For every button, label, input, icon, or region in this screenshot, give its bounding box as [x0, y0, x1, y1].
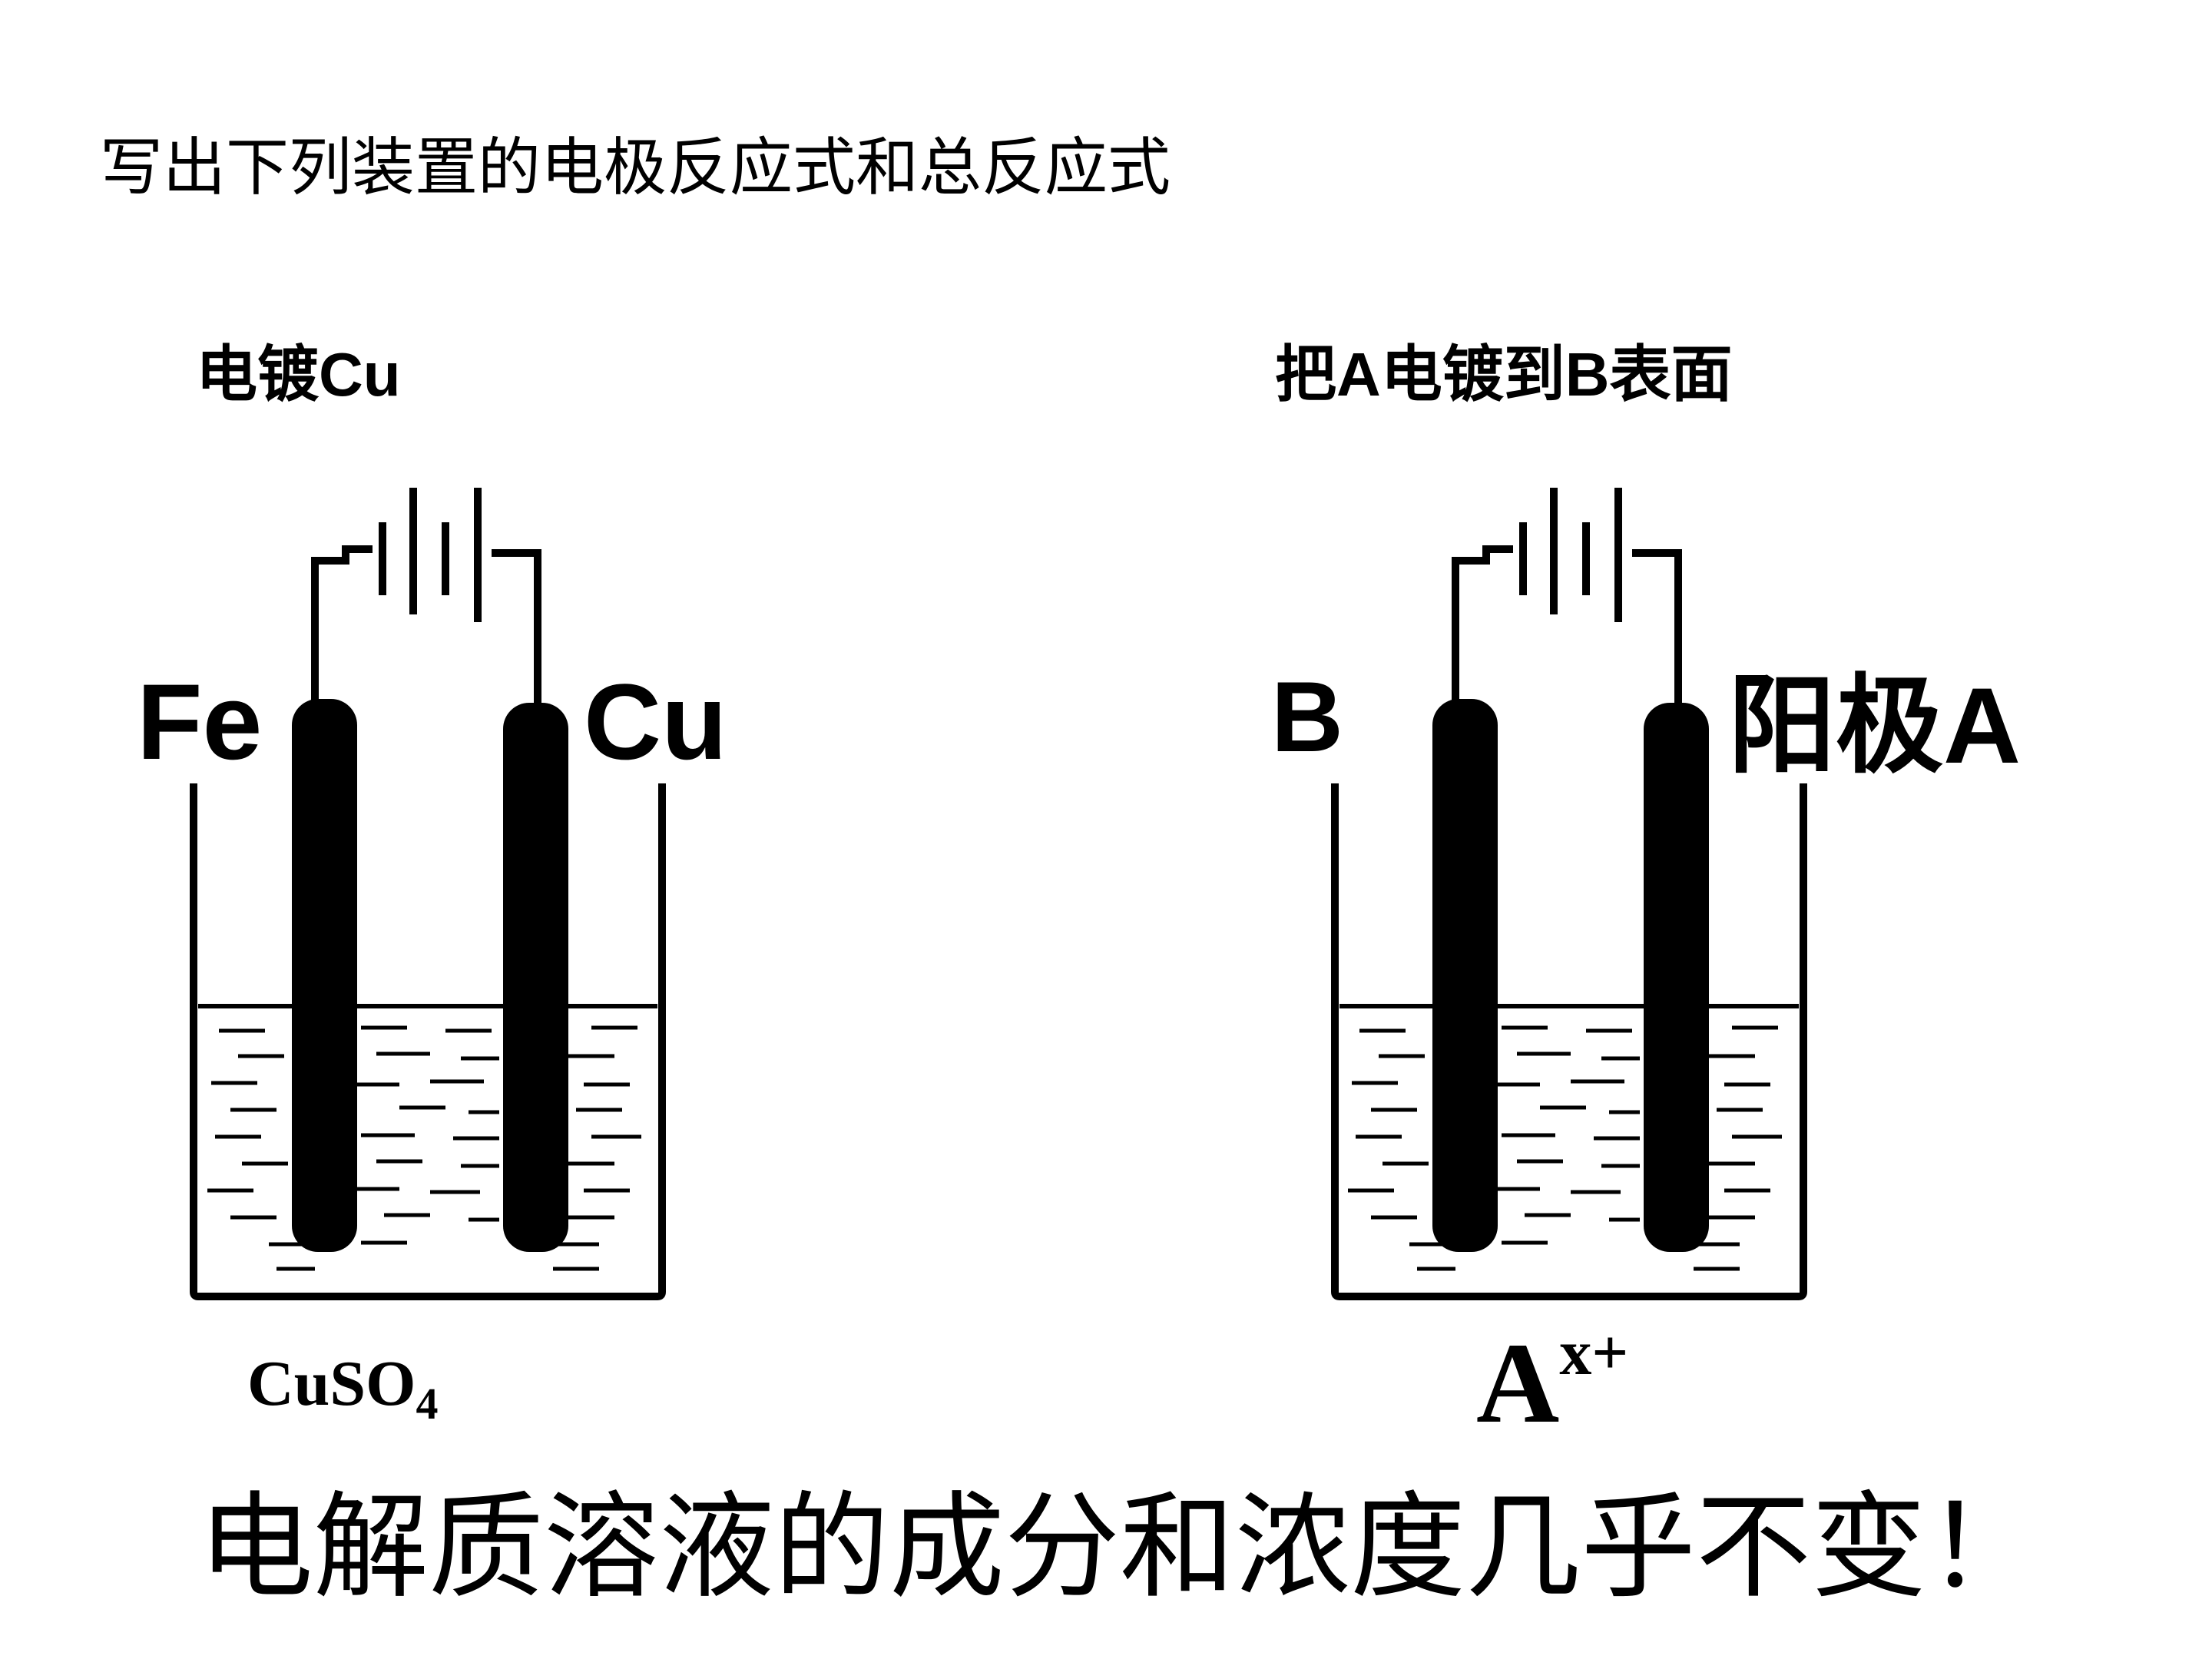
b-electrode-label: B [1271, 661, 1343, 773]
left-cu-electrode [503, 703, 568, 1252]
left-electroplating-cell [190, 488, 666, 1300]
right-solution-dashes [1348, 1025, 1782, 1271]
conclusion-text: 电解质溶液的成分和浓度几乎不变！ [198, 1481, 2042, 1614]
left-wire-negative [311, 545, 373, 703]
right-wire-negative [1452, 545, 1513, 703]
right-wire-positive [1632, 549, 1682, 703]
right-cell-caption: 把A电镀到B表面 [1275, 340, 1733, 409]
left-beaker [190, 783, 666, 1300]
left-wire-positive [492, 549, 541, 703]
right-beaker [1331, 783, 1807, 1300]
left-battery-icon [379, 488, 482, 622]
fe-electrode-label: Fe [137, 661, 263, 782]
ion-symbol: A [1476, 1320, 1560, 1447]
right-b-electrode [1432, 699, 1498, 1252]
right-battery-icon [1519, 488, 1622, 622]
right-a-electrode [1644, 703, 1709, 1252]
cu-electrode-label: Cu [584, 661, 727, 782]
cuso4-electrolyte-label: CuSO4 [247, 1352, 438, 1426]
left-solution-dashes [207, 1025, 641, 1271]
right-electroplating-cell [1331, 488, 1807, 1300]
left-fe-electrode [292, 699, 357, 1252]
cuso4-formula: CuSO [247, 1348, 416, 1419]
left-cell-caption: 电镀Cu [196, 340, 401, 409]
ion-electrolyte-label: Ax+ [1476, 1321, 1628, 1442]
cuso4-subscript: 4 [416, 1379, 439, 1429]
anode-a-label: 阳极A [1728, 665, 2022, 786]
instruction-text: 写出下列装置的电极反应式和总反应式 [100, 131, 1171, 204]
ion-charge: x+ [1559, 1317, 1629, 1389]
